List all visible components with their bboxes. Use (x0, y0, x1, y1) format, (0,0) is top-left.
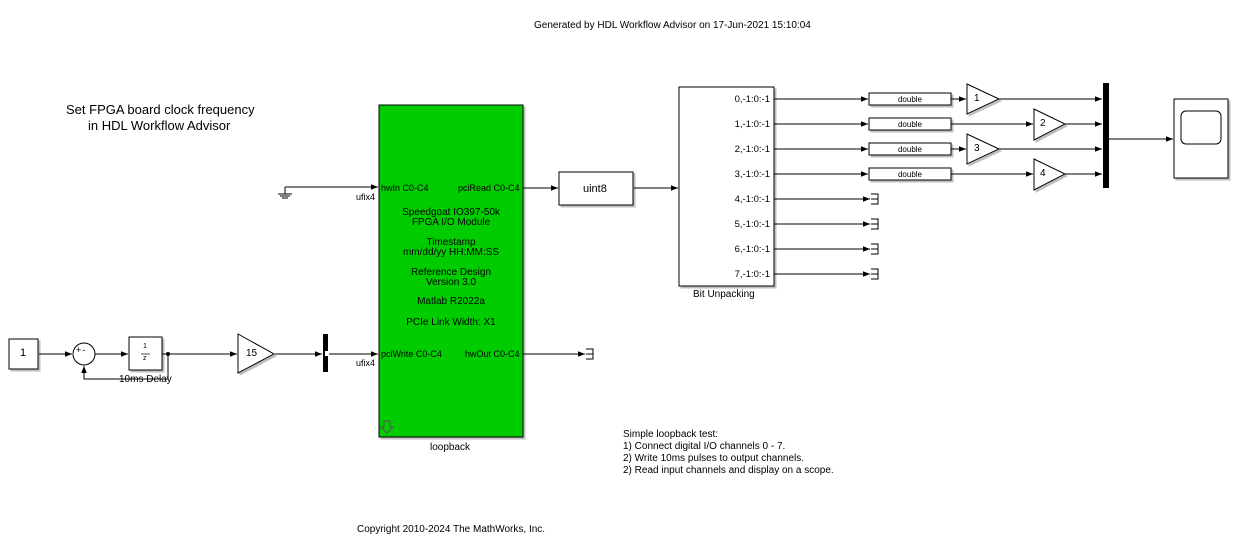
loopback-info-pcie: PCIe Link Width: X1 (406, 317, 496, 328)
bit-output-2: 2,-1:0:-1 (734, 144, 770, 155)
convert-label-1: double (897, 120, 923, 129)
convert-label-3: double (897, 170, 923, 179)
bit-unpacking-block[interactable] (678, 86, 775, 287)
delay-denominator: z (143, 355, 147, 362)
type-ufix4-top: ufix4 (356, 192, 376, 202)
loopback-info-board-line2: FPGA I/O Module (411, 217, 491, 228)
loopback-info-board-line1: Speedgoat IO397-50k (402, 207, 500, 218)
port-hwout: hwOut C0-C4 (465, 349, 520, 359)
uint8-label: uint8 (583, 183, 607, 195)
subsystem-arrow-icon (379, 420, 395, 434)
clock-note-line1: Set FPGA board clock frequency (66, 102, 255, 117)
test-note: Simple loopback test: 1) Connect digital… (623, 429, 834, 477)
gain-block-1[interactable] (966, 83, 1001, 115)
constant-value: 1 (20, 347, 27, 359)
port-hwin: hwIn C0-C4 (381, 183, 429, 193)
mux-port-mark (325, 351, 329, 356)
bit-output-7: 7,-1:0:-1 (734, 269, 770, 280)
gain-block-3[interactable] (966, 133, 1001, 165)
uint8-convert-block[interactable] (558, 171, 634, 206)
loopback-info-refdesign-line1: Reference Design (410, 267, 492, 278)
type-ufix4-bottom: ufix4 (356, 358, 376, 368)
generated-header: Generated by HDL Workflow Advisor on 17-… (534, 20, 811, 31)
bit-unpacking-name: Bit Unpacking (693, 289, 755, 300)
gain-label-4: 4 (1040, 168, 1046, 179)
constant-block[interactable] (8, 338, 39, 370)
gain-block-4[interactable] (1033, 158, 1067, 191)
ground-icon (278, 187, 292, 199)
scope-screen-icon (1180, 110, 1222, 145)
loopback-info-timestamp-line2: mm/dd/yy HH:MM:SS (402, 247, 500, 258)
bit-output-5: 5,-1:0:-1 (734, 219, 770, 230)
branch-point (166, 352, 170, 356)
loopback-subsystem[interactable] (378, 104, 524, 438)
test-note-title: Simple loopback test: (623, 429, 719, 440)
loopback-info-matlab: Matlab R2022a (417, 296, 485, 307)
mux-block-large[interactable] (1103, 83, 1109, 188)
clock-note-line2: in HDL Workflow Advisor (88, 118, 231, 133)
gain-main-value: 15 (246, 348, 258, 359)
loopback-info-board: Speedgoat IO397-50k FPGA I/O Module (378, 208, 524, 228)
copyright: Copyright 2010-2024 The MathWorks, Inc. (357, 524, 546, 535)
convert-label-2: double (897, 145, 923, 154)
gain-label-1: 1 (974, 93, 980, 104)
test-note-step1: 1) Connect digital I/O channels 0 - 7. (623, 441, 786, 452)
delay-label: 10ms Delay (119, 374, 172, 385)
loopback-info-refdesign-line2: Version 3.0 (425, 277, 477, 288)
delay-block[interactable] (128, 336, 163, 371)
loopback-info-timestamp-line1: Timestamp (426, 237, 476, 248)
gain-block-2[interactable] (1033, 108, 1067, 141)
bit-output-4: 4,-1:0:-1 (734, 194, 770, 205)
test-note-step3: 2) Read input channels and display on a … (623, 465, 834, 476)
loopback-name: loopback (430, 442, 471, 453)
loopback-info-timestamp: Timestamp mm/dd/yy HH:MM:SS (378, 238, 524, 258)
signal-lines (39, 96, 1173, 380)
loopback-info-refdesign: Reference Design Version 3.0 (378, 268, 524, 288)
terminator-icons (586, 193, 879, 360)
sum-signs: +- (76, 345, 87, 355)
convert-label-0: double (897, 95, 923, 104)
bit-output-0: 0,-1:0:-1 (734, 94, 770, 105)
bit-output-6: 6,-1:0:-1 (734, 244, 770, 255)
delay-numerator: 1 (143, 343, 147, 350)
bit-output-1: 1,-1:0:-1 (734, 119, 770, 130)
gain-label-2: 2 (1040, 118, 1046, 129)
test-note-step2: 2) Write 10ms pulses to output channels. (623, 453, 805, 464)
gain-label-3: 3 (974, 143, 980, 154)
bit-output-3: 3,-1:0:-1 (734, 169, 770, 180)
port-pciread: pciRead C0-C4 (458, 183, 520, 193)
port-pciwrite: pciWrite C0-C4 (381, 349, 442, 359)
gain-block-main[interactable] (237, 333, 276, 374)
